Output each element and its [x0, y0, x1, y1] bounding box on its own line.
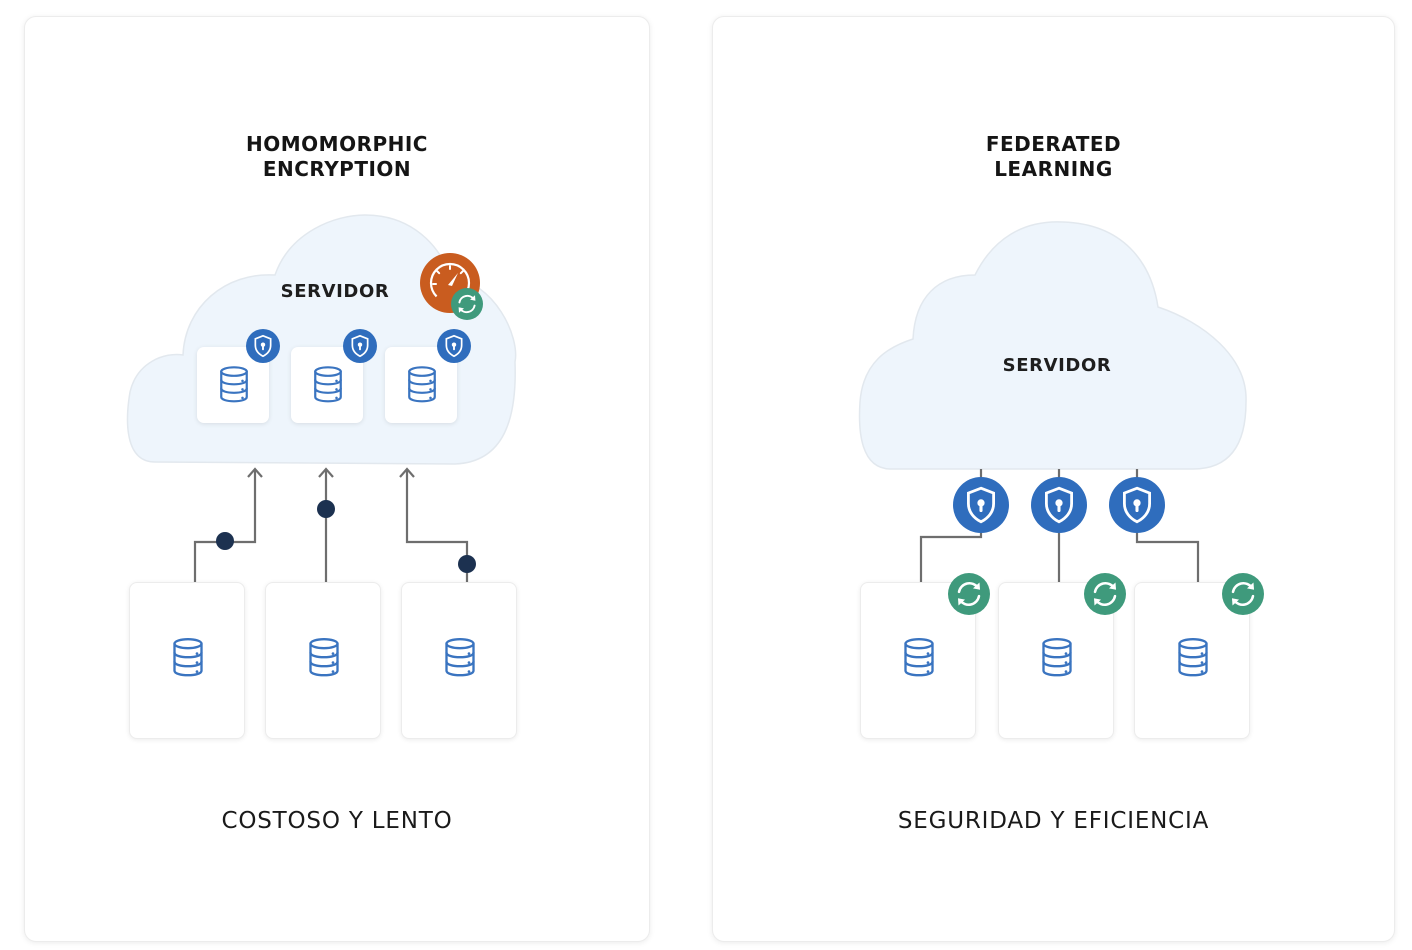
database-icon	[311, 363, 345, 409]
title-line-2: LEARNING	[994, 157, 1113, 181]
database-icon	[217, 363, 251, 409]
panel-caption: COSTOSO Y LENTO	[221, 808, 453, 834]
database-icon	[442, 635, 478, 683]
homomorphic-encryption-panel: HOMOMORPHIC ENCRYPTION SERVIDOR	[24, 16, 650, 942]
client-node	[401, 582, 517, 739]
database-icon	[405, 363, 439, 409]
title-line-1: HOMOMORPHIC	[246, 132, 428, 156]
arrow-up-icon	[247, 467, 263, 478]
data-packet-dot	[317, 500, 335, 518]
shield-lock-icon	[343, 329, 377, 363]
connector-1	[193, 469, 257, 582]
panel-title: FEDERATED LEARNING	[713, 132, 1394, 182]
connector-3	[405, 469, 469, 582]
database-icon	[901, 635, 937, 683]
client-node	[129, 582, 245, 739]
sync-icon	[948, 573, 990, 615]
server-label: SERVIDOR	[1002, 355, 1112, 376]
arrow-up-icon	[399, 467, 415, 478]
client-node	[265, 582, 381, 739]
connections-layer	[126, 214, 517, 582]
title-line-1: FEDERATED	[985, 132, 1122, 156]
database-icon	[1175, 635, 1211, 683]
federated-learning-panel: FEDERATED LEARNING SERVIDOR SEGURIDAD Y …	[712, 16, 1395, 942]
server-cloud	[858, 221, 1247, 470]
shield-lock-icon	[437, 329, 471, 363]
sync-icon	[1084, 573, 1126, 615]
data-packet-dot	[216, 532, 234, 550]
panel-caption: SEGURIDAD Y EFICIENCIA	[897, 808, 1210, 834]
shield-lock-icon	[953, 477, 1009, 533]
database-icon	[1039, 635, 1075, 683]
title-line-2: ENCRYPTION	[262, 157, 412, 181]
sync-icon	[451, 288, 483, 320]
arrow-up-icon	[318, 467, 334, 478]
shield-lock-icon	[1031, 477, 1087, 533]
database-icon	[170, 635, 206, 683]
database-icon	[306, 635, 342, 683]
server-label: SERVIDOR	[280, 281, 390, 302]
shield-lock-icon	[246, 329, 280, 363]
sync-icon	[1222, 573, 1264, 615]
shield-lock-icon	[1109, 477, 1165, 533]
panel-title: HOMOMORPHIC ENCRYPTION	[25, 132, 649, 182]
data-packet-dot	[458, 555, 476, 573]
